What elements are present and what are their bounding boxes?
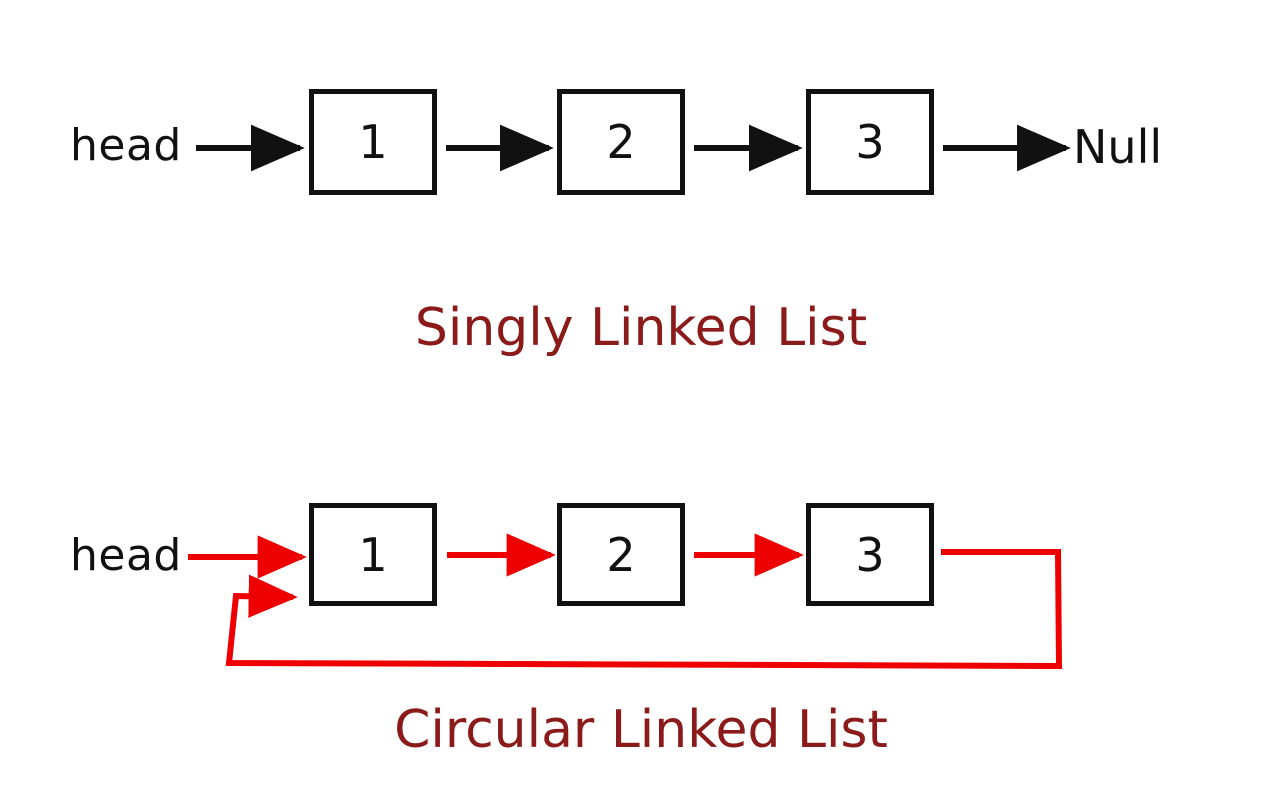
circular-node-1: 1	[309, 503, 437, 606]
singly-node-1-value: 1	[358, 115, 388, 169]
circular-node-1-value: 1	[358, 527, 388, 582]
circular-loopback-path	[225, 549, 1063, 670]
singly-node-2: 2	[557, 89, 685, 195]
singly-linked-list-caption: Singly Linked List	[414, 298, 868, 358]
singly-node-1: 1	[309, 89, 437, 195]
singly-node-2-value: 2	[606, 115, 636, 169]
circular-head-label: head	[70, 530, 182, 581]
singly-null-label: Null	[1073, 120, 1163, 174]
circular-node-3-value: 3	[855, 527, 885, 582]
circular-node-2-value: 2	[606, 527, 636, 582]
circular-node-3: 3	[806, 503, 934, 606]
circular-linked-list-caption: Circular Linked List	[394, 700, 888, 760]
singly-node-3: 3	[806, 89, 934, 195]
singly-node-3-value: 3	[855, 115, 885, 169]
circular-node-2: 2	[557, 503, 685, 606]
singly-head-label: head	[70, 120, 182, 171]
